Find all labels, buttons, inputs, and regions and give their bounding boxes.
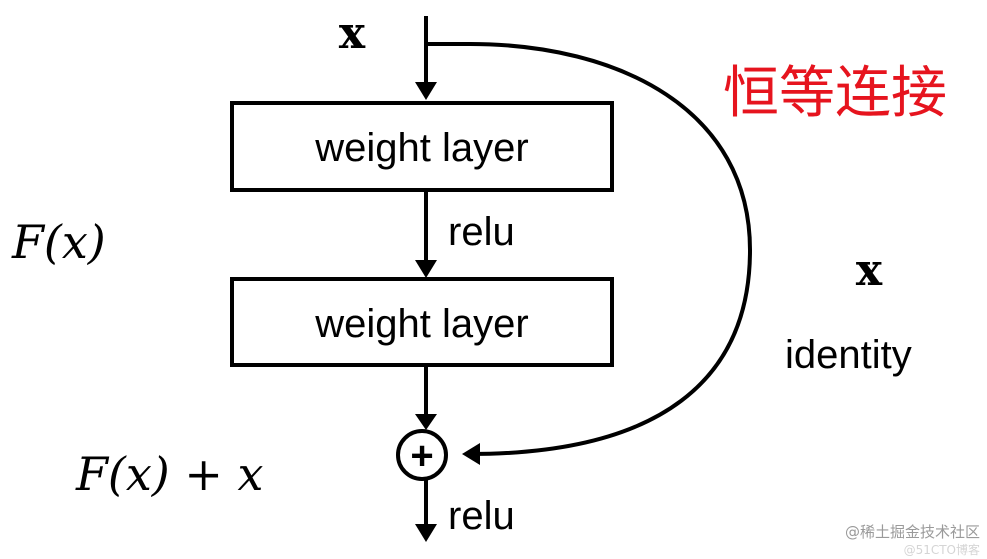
output-arrow-head [415,524,437,542]
identity-label: identity [785,333,912,377]
weight-layer-1-label: weight layer [314,126,528,170]
identity-connection-annotation: 恒等连接 [723,61,947,126]
shortcut-connection [426,42,753,456]
block-output-label: F(x) + x [75,447,264,501]
watermark-text: @稀土掘金技术社区 [845,523,980,541]
weight-layer-2 [230,277,614,367]
weight-layer-1 [230,101,614,192]
adder-circle [396,429,448,481]
shortcut-arrow-head [462,443,480,465]
pre-add-arrow-head [415,414,437,430]
relu-label-output: relu [448,494,515,538]
adder-symbol: + [410,434,433,478]
mid-arrow-head [415,260,437,278]
watermark-faint-text: @51CTO博客 [904,542,980,557]
weight-layer-2-label: weight layer [314,302,528,346]
shortcut-symbol: x [856,245,883,296]
input-label: x [339,8,366,59]
input-arrow-head [415,82,437,100]
relu-label-middle: relu [448,210,515,254]
residual-function-label: F(x) [11,215,106,269]
